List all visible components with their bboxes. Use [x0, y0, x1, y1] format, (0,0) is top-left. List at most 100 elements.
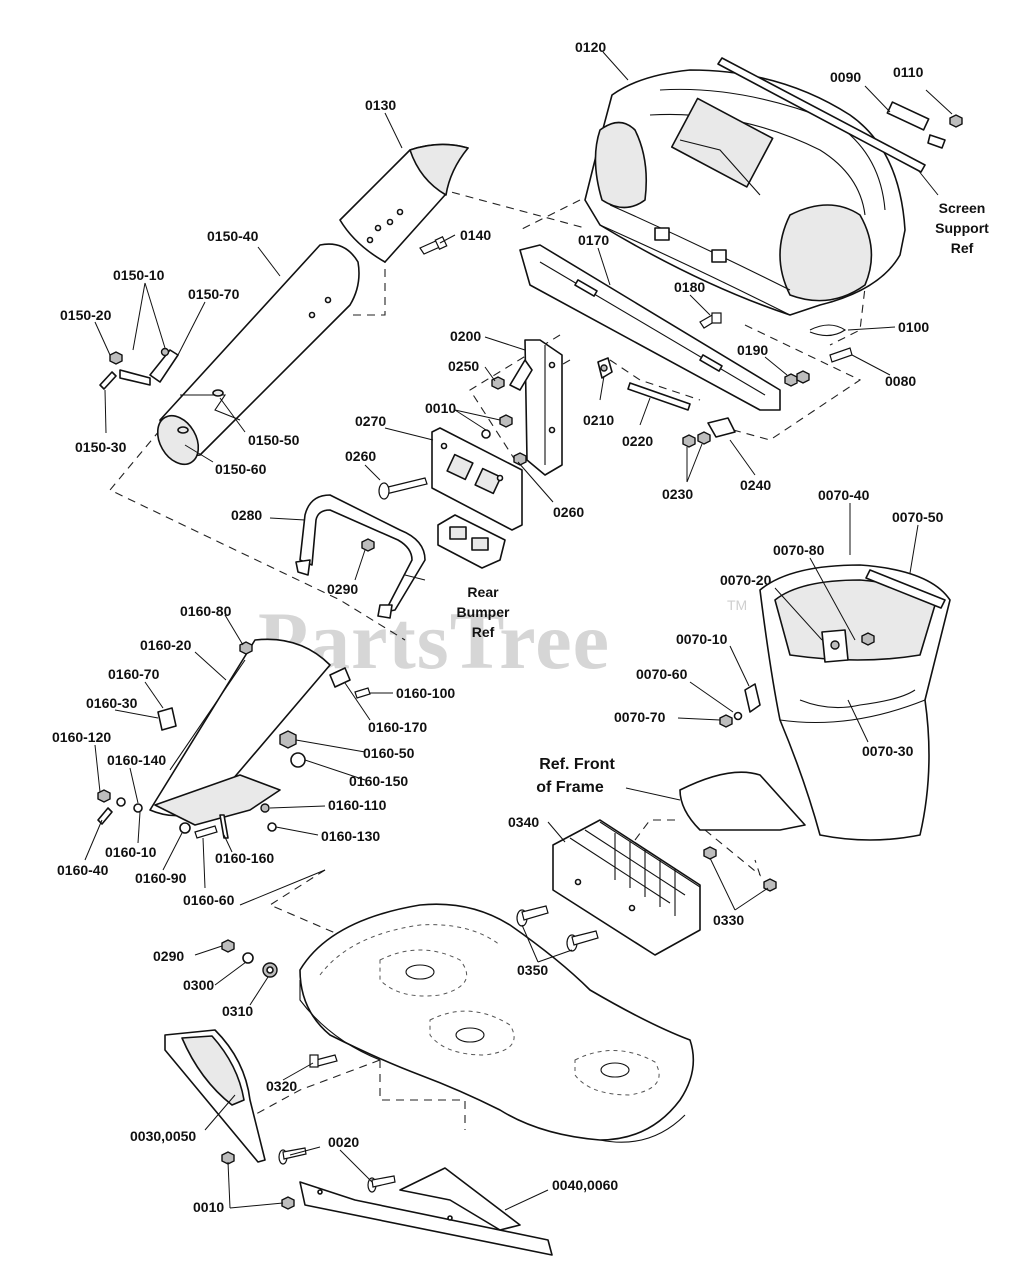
label-0160-100: 0160-100	[396, 685, 455, 701]
label-0160-140: 0160-140	[107, 752, 166, 768]
label-0070-20: 0070-20	[720, 572, 772, 588]
rear-bumper-piece	[437, 514, 506, 569]
label-0140: 0140	[460, 227, 491, 243]
label-0070-60: 0070-60	[636, 666, 688, 682]
reference-notes: Screen Support Ref Rear Bumper Ref Ref. …	[457, 200, 990, 796]
label-0070-30: 0070-30	[862, 743, 914, 759]
bumper-bracket-0280	[295, 494, 426, 619]
label-0090: 0090	[830, 69, 861, 85]
label-0150-30: 0150-30	[75, 439, 127, 455]
screen-support-rod-0090	[717, 57, 963, 173]
label-0160-70: 0160-70	[108, 666, 160, 682]
mower-deck	[299, 903, 695, 1143]
nut-0250	[491, 376, 505, 390]
bolt-0140	[419, 235, 448, 255]
label-0150-50: 0150-50	[248, 432, 300, 448]
label-0200: 0200	[450, 328, 481, 344]
label-0160-130: 0160-130	[321, 828, 380, 844]
bag-hook-0070-10	[744, 683, 761, 713]
chute-top-0130	[339, 143, 469, 263]
rod-0220	[627, 382, 691, 411]
label-0030-0050: 0030,0050	[130, 1128, 196, 1144]
note-ref-bumper: Ref	[472, 624, 495, 640]
label-0260-right: 0260	[553, 504, 584, 520]
bag-hardware-0070-60	[719, 711, 743, 728]
label-0320: 0320	[266, 1078, 297, 1094]
label-0310: 0310	[222, 1003, 253, 1019]
label-0010-upper: 0010	[425, 400, 456, 416]
nuts-0330	[703, 846, 777, 892]
note-bumper: Bumper	[457, 604, 510, 620]
label-0160-50: 0160-50	[363, 745, 415, 761]
label-0150-10: 0150-10	[113, 267, 165, 283]
label-0270: 0270	[355, 413, 386, 429]
lower-chute-0160-20	[149, 638, 331, 826]
bolt-0320	[309, 1054, 338, 1068]
bag-rod-0070-50	[865, 569, 946, 609]
label-0100: 0100	[898, 319, 929, 335]
label-0180: 0180	[674, 279, 705, 295]
note-support: Support	[935, 220, 989, 236]
watermark-tm: TM	[727, 597, 747, 613]
bag-screw-0070-80	[861, 632, 875, 646]
label-0160-150: 0160-150	[349, 773, 408, 789]
label-0160-120: 0160-120	[52, 729, 111, 745]
label-0010-lower: 0010	[193, 1199, 224, 1215]
label-0330: 0330	[713, 912, 744, 928]
label-0160-20: 0160-20	[140, 637, 192, 653]
label-0160-10: 0160-10	[105, 844, 157, 860]
label-0340: 0340	[508, 814, 539, 830]
bolt-0260-left	[378, 477, 428, 500]
label-0290-lower: 0290	[153, 948, 184, 964]
mounting-bar-0170	[519, 244, 781, 411]
label-0160-90: 0160-90	[135, 870, 187, 886]
pin-0100	[809, 324, 846, 337]
label-0130: 0130	[365, 97, 396, 113]
label-0190: 0190	[737, 342, 768, 358]
bag-latch-0070-20	[821, 629, 849, 663]
bagger-cover-0120	[584, 69, 906, 316]
bracket-0200	[509, 339, 563, 476]
label-0250: 0250	[448, 358, 479, 374]
label-0160-60: 0160-60	[183, 892, 235, 908]
chute-hardware-0160	[97, 641, 371, 839]
nuts-0010-lower	[221, 1151, 295, 1210]
note-of-frame: of Frame	[536, 779, 604, 796]
label-0350: 0350	[517, 962, 548, 978]
mounting-plate-0270	[431, 427, 523, 531]
label-0120: 0120	[575, 39, 606, 55]
front-frame-ref	[625, 771, 806, 831]
bolts-0190	[784, 370, 810, 387]
label-0160-110: 0160-110	[328, 797, 387, 813]
label-0070-70: 0070-70	[614, 709, 666, 725]
bolts-0020	[278, 1147, 396, 1193]
label-0150-40: 0150-40	[207, 228, 259, 244]
label-0170: 0170	[578, 232, 609, 248]
chute-tube-0150-40	[156, 243, 360, 466]
label-0300: 0300	[183, 977, 214, 993]
label-0160-170: 0160-170	[368, 719, 427, 735]
chute-hinge-0160-30	[157, 707, 177, 731]
note-rear: Rear	[467, 584, 499, 600]
label-0210: 0210	[583, 412, 614, 428]
label-0220: 0220	[622, 433, 653, 449]
label-0150-70: 0150-70	[188, 286, 240, 302]
deck-hardware-0290-0310	[221, 939, 278, 978]
label-0150-20: 0150-20	[60, 307, 112, 323]
pin-0080	[829, 347, 853, 363]
nut-0290-upper	[361, 538, 375, 552]
label-0290-upper: 0290	[327, 581, 358, 597]
label-0160-160: 0160-160	[215, 850, 274, 866]
label-0240: 0240	[740, 477, 771, 493]
bracket-0240	[707, 417, 736, 438]
nut-0010-upper	[481, 414, 513, 439]
bolt-0260-right	[513, 452, 527, 466]
note-ref-screen: Ref	[951, 240, 974, 256]
label-0260-left: 0260	[345, 448, 376, 464]
note-screen: Screen	[939, 200, 986, 216]
label-0020: 0020	[328, 1134, 359, 1150]
label-0080: 0080	[885, 373, 916, 389]
label-0070-10: 0070-10	[676, 631, 728, 647]
label-0070-50: 0070-50	[892, 509, 944, 525]
nuts-0230	[682, 431, 711, 448]
